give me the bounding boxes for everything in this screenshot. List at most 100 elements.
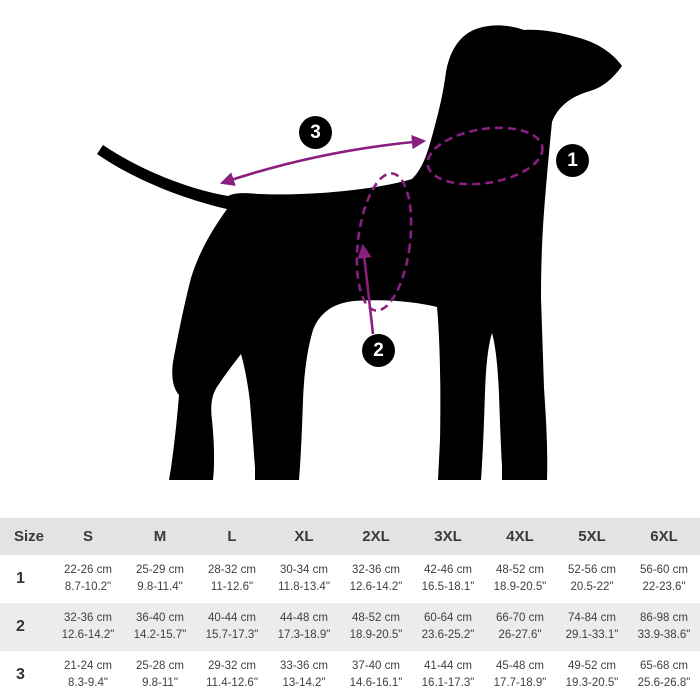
size-cm: 44-48 cm xyxy=(280,612,328,625)
size-cell: 45-48 cm 17.7-18.9" xyxy=(484,651,556,699)
dog-silhouette xyxy=(97,25,622,480)
size-inch: 19.3-20.5" xyxy=(565,677,619,689)
row-label: 3 xyxy=(16,666,25,683)
size-cell: 48-52 cm 18.9-20.5" xyxy=(340,603,412,651)
back-length-arrow xyxy=(219,134,427,186)
size-inch: 9.8-11" xyxy=(142,677,178,689)
size-inch: 8.7-10.2" xyxy=(64,581,112,593)
col-header-2xl: 2XL xyxy=(340,518,412,555)
size-cell: 66-70 cm 26-27.6" xyxy=(484,603,556,651)
size-inch: 25.6-26.8" xyxy=(637,677,691,689)
size-cm: 36-40 cm xyxy=(136,612,184,625)
size-inch: 12.6-14.2" xyxy=(61,629,115,641)
size-cm: 48-52 cm xyxy=(352,612,400,625)
size-inch: 13-14.2" xyxy=(282,677,326,689)
size-inch: 11.8-13.4" xyxy=(278,581,330,593)
size-inch: 15.7-17.3" xyxy=(205,629,259,641)
size-inch: 16.5-18.1" xyxy=(421,581,475,593)
size-cell: 74-84 cm 29.1-33.1" xyxy=(556,603,628,651)
dog-silhouette-svg xyxy=(97,25,622,480)
col-header-m: M xyxy=(124,518,196,555)
size-cell: 65-68 cm 25.6-26.8" xyxy=(628,651,700,699)
size-inch: 22-23.6" xyxy=(642,581,686,593)
size-cell: 42-46 cm 16.5-18.1" xyxy=(412,555,484,603)
col-header-s: S xyxy=(52,518,124,555)
size-cell: 30-34 cm 11.8-13.4" xyxy=(268,555,340,603)
col-header-size: Size xyxy=(0,518,52,555)
size-inch: 17.3-18.9" xyxy=(277,629,331,641)
size-cell: 41-44 cm 16.1-17.3" xyxy=(412,651,484,699)
size-inch: 8.3-9.4" xyxy=(68,677,108,689)
size-cm: 22-26 cm xyxy=(64,564,112,577)
size-inch: 29.1-33.1" xyxy=(565,629,619,641)
size-cm: 56-60 cm xyxy=(640,564,688,577)
size-inch: 11-12.6" xyxy=(210,581,254,593)
size-cell: 21-24 cm 8.3-9.4" xyxy=(52,651,124,699)
neck-measure-ellipse xyxy=(426,126,544,186)
size-cm: 42-46 cm xyxy=(424,564,472,577)
size-cm: 37-40 cm xyxy=(352,660,400,673)
size-inch: 18.9-20.5" xyxy=(493,581,547,593)
chest-measure-arrow xyxy=(357,243,375,335)
size-inch: 16.1-17.3" xyxy=(421,677,475,689)
size-cm: 25-29 cm xyxy=(136,564,184,577)
size-cm: 33-36 cm xyxy=(280,660,328,673)
size-cell: 48-52 cm 18.9-20.5" xyxy=(484,555,556,603)
size-inch: 12.6-14.2" xyxy=(349,581,403,593)
size-cm: 66-70 cm xyxy=(496,612,544,625)
size-inch: 18.9-20.5" xyxy=(349,629,403,641)
size-cell: 37-40 cm 14.6-16.1" xyxy=(340,651,412,699)
size-cell: 44-48 cm 17.3-18.9" xyxy=(268,603,340,651)
col-header-5xl: 5XL xyxy=(556,518,628,555)
size-cm: 60-64 cm xyxy=(424,612,472,625)
size-cell: 22-26 cm 8.7-10.2" xyxy=(52,555,124,603)
size-inch: 14.6-16.1" xyxy=(349,677,403,689)
size-cm: 25-28 cm xyxy=(136,660,184,673)
size-cell: 56-60 cm 22-23.6" xyxy=(628,555,700,603)
row-label: 2 xyxy=(16,618,25,635)
size-inch: 26-27.6" xyxy=(498,629,542,641)
size-inch: 14.2-15.7" xyxy=(133,629,187,641)
size-cell: 33-36 cm 13-14.2" xyxy=(268,651,340,699)
marker-back-length: 3 xyxy=(299,116,332,149)
size-cell: 49-52 cm 19.3-20.5" xyxy=(556,651,628,699)
size-cm: 86-98 cm xyxy=(640,612,688,625)
dog-measurement-diagram: 1 2 3 xyxy=(97,25,622,480)
size-cell: 25-28 cm 9.8-11" xyxy=(124,651,196,699)
col-header-4xl: 4XL xyxy=(484,518,556,555)
size-cell: 32-36 cm 12.6-14.2" xyxy=(52,603,124,651)
row-label: 1 xyxy=(16,570,25,587)
col-header-6xl: 6XL xyxy=(628,518,700,555)
size-cm: 52-56 cm xyxy=(568,564,616,577)
size-cm: 32-36 cm xyxy=(64,612,112,625)
size-inch: 11.4-12.6" xyxy=(206,677,258,689)
size-cm: 41-44 cm xyxy=(424,660,472,673)
marker-neck: 1 xyxy=(556,144,589,177)
size-inch: 20.5-22" xyxy=(570,581,614,593)
size-inch: 23.6-25.2" xyxy=(421,629,475,641)
size-cm: 48-52 cm xyxy=(496,564,544,577)
size-cell: 36-40 cm 14.2-15.7" xyxy=(124,603,196,651)
size-cm: 45-48 cm xyxy=(496,660,544,673)
size-table: Size S M L XL 2XL 3XL 4XL 5XL 6XL 1 22-2… xyxy=(0,518,700,699)
size-cell: 28-32 cm 11-12.6" xyxy=(196,555,268,603)
size-cell: 60-64 cm 23.6-25.2" xyxy=(412,603,484,651)
col-header-3xl: 3XL xyxy=(412,518,484,555)
size-cm: 74-84 cm xyxy=(568,612,616,625)
col-header-l: L xyxy=(196,518,268,555)
table-row-back: 3 21-24 cm 8.3-9.4" 25-28 cm 9.8-11" 29-32… xyxy=(0,651,700,699)
size-cm: 21-24 cm xyxy=(64,660,112,673)
size-cm: 49-52 cm xyxy=(568,660,616,673)
size-cm: 30-34 cm xyxy=(280,564,328,577)
size-cm: 65-68 cm xyxy=(640,660,688,673)
size-cm: 28-32 cm xyxy=(208,564,256,577)
size-inch: 17.7-18.9" xyxy=(493,677,547,689)
